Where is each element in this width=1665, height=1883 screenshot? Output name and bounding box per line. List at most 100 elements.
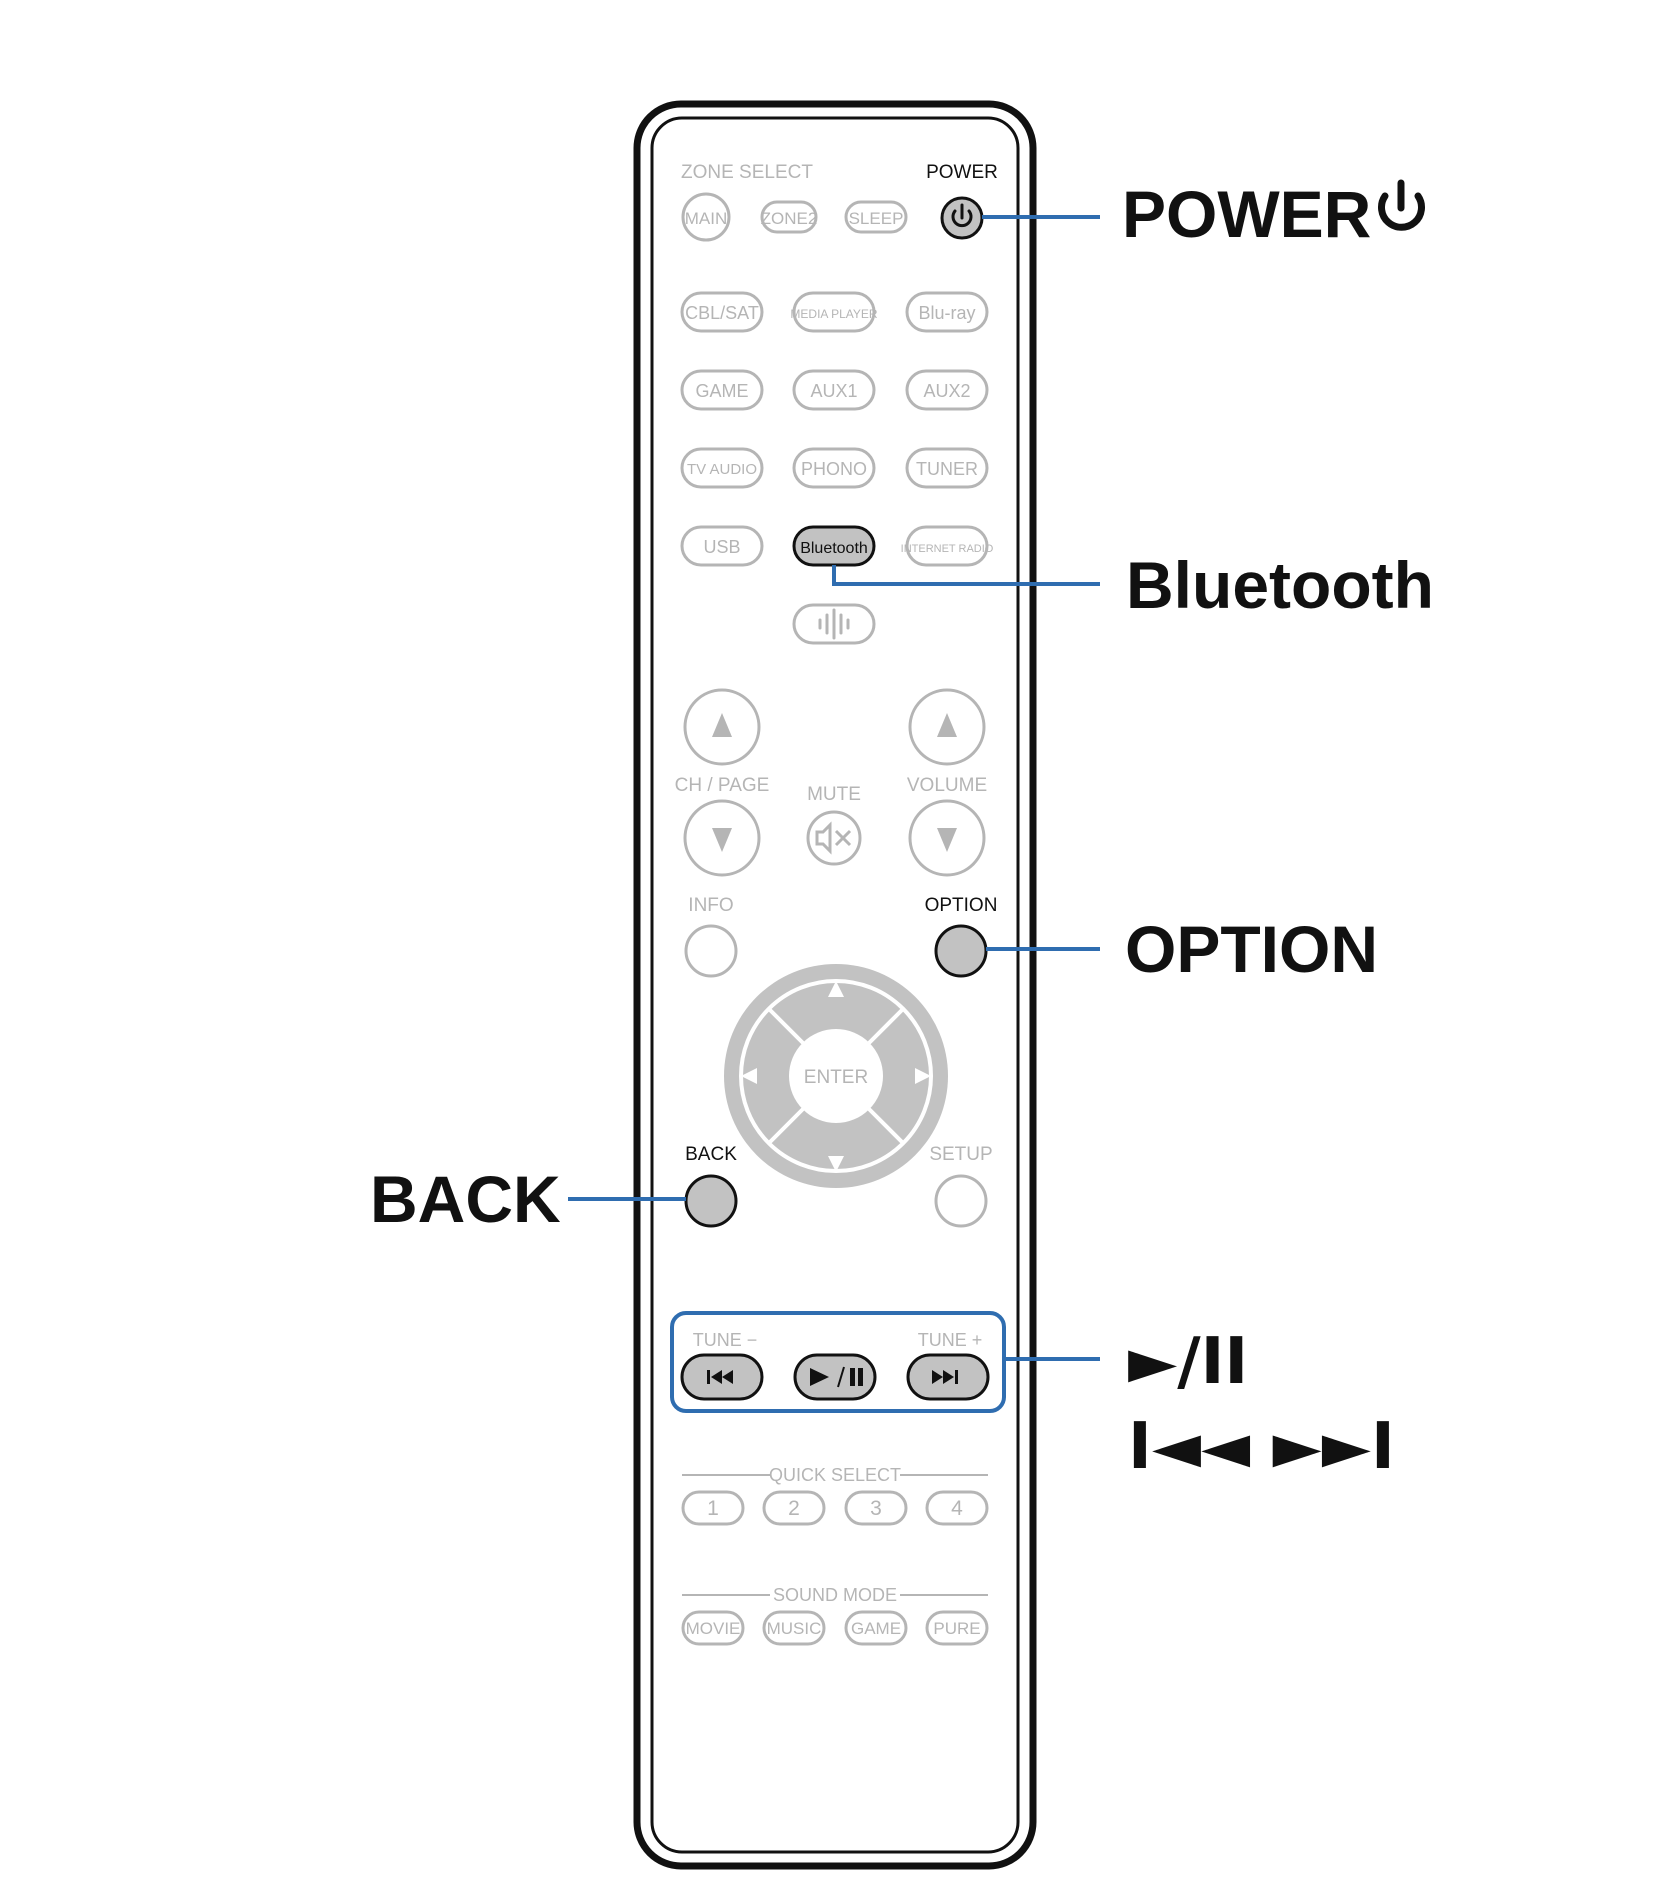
quick-select-3-button[interactable]: 3: [844, 1490, 908, 1526]
setup-label: SETUP: [929, 1144, 992, 1165]
enter-label: ENTER: [804, 1067, 868, 1088]
mute-button[interactable]: [806, 810, 862, 866]
volume-down-button[interactable]: [908, 799, 986, 877]
up-arrow-icon: [937, 713, 957, 737]
mute-label: MUTE: [807, 784, 861, 805]
option-button[interactable]: [934, 924, 988, 978]
cursor-down-button[interactable]: [828, 1156, 844, 1172]
play-pause-icon: [810, 1366, 863, 1388]
previous-button[interactable]: [680, 1353, 764, 1401]
mute-icon: [815, 821, 852, 855]
tuner-label: TUNER: [916, 459, 978, 479]
movie-label: MOVIE: [686, 1619, 741, 1638]
skip-callout: I◄◄ ►►I: [1128, 1410, 1395, 1484]
cursor-right-button[interactable]: [915, 1068, 931, 1084]
music-button[interactable]: MUSIC: [762, 1610, 826, 1646]
quick-select-4-label: 4: [951, 1497, 963, 1520]
internet-radio-button[interactable]: INTERNET RADIO: [901, 525, 994, 567]
heos-button[interactable]: [792, 603, 876, 645]
power-label: POWER: [926, 162, 998, 183]
media-player-label: MEDIA PLAYER: [790, 307, 877, 321]
quick-select-1-button[interactable]: 1: [681, 1490, 745, 1526]
quick-select-label: QUICK SELECT: [769, 1465, 901, 1485]
play-pause-button[interactable]: [793, 1353, 877, 1401]
game-mode-button[interactable]: GAME: [844, 1610, 908, 1646]
pure-button[interactable]: PURE: [925, 1610, 989, 1646]
game-source-button[interactable]: GAME: [680, 369, 764, 411]
skip-forward-icon: [932, 1370, 958, 1384]
power-icon: [951, 203, 973, 228]
sleep-button-label: SLEEP: [849, 209, 904, 228]
info-label: INFO: [688, 895, 733, 916]
volume-label: VOLUME: [907, 775, 987, 796]
transport-group-highlight: [670, 1311, 1006, 1413]
usb-label: USB: [703, 537, 740, 557]
blu-ray-button[interactable]: Blu-ray: [905, 291, 989, 333]
phono-button[interactable]: PHONO: [792, 447, 876, 489]
tv-audio-button[interactable]: TV AUDIO: [680, 447, 764, 489]
ch-page-label: CH / PAGE: [675, 775, 770, 796]
main-button-label: MAIN: [685, 209, 728, 228]
heos-icon: [818, 608, 850, 640]
quick-select-4-button[interactable]: 4: [925, 1490, 989, 1526]
aux2-button[interactable]: AUX2: [905, 369, 989, 411]
aux2-label: AUX2: [923, 381, 970, 401]
zone2-button-label: ZONE2: [761, 209, 818, 228]
zone2-button[interactable]: ZONE2: [760, 200, 818, 234]
info-button[interactable]: [684, 924, 738, 978]
sound-mode-label: SOUND MODE: [773, 1585, 897, 1605]
quick-select-2-label: 2: [788, 1497, 800, 1520]
play-pause-callout: ►/II: [1128, 1325, 1249, 1399]
ch-page-down-button[interactable]: [683, 799, 761, 877]
volume-up-button[interactable]: [908, 688, 986, 766]
cursor-left-button[interactable]: [741, 1068, 757, 1084]
enter-button[interactable]: [789, 1029, 883, 1123]
skip-back-icon: [707, 1370, 733, 1384]
bluetooth-button-label: Bluetooth: [800, 540, 868, 557]
aux1-button[interactable]: AUX1: [792, 369, 876, 411]
down-arrow-icon: [712, 828, 732, 852]
quick-select-2-button[interactable]: 2: [762, 1490, 826, 1526]
setup-button[interactable]: [934, 1174, 988, 1228]
pure-label: PURE: [933, 1619, 980, 1638]
back-callout: BACK: [370, 1162, 561, 1236]
back-label: BACK: [685, 1144, 737, 1165]
internet-radio-label: INTERNET RADIO: [901, 543, 994, 555]
quick-select-3-label: 3: [870, 1497, 882, 1520]
music-label: MUSIC: [767, 1619, 822, 1638]
back-button[interactable]: [684, 1174, 738, 1228]
ch-page-up-button[interactable]: [683, 688, 761, 766]
option-label: OPTION: [925, 895, 998, 916]
aux1-label: AUX1: [810, 381, 857, 401]
main-button[interactable]: MAIN: [681, 192, 731, 242]
quick-select-1-label: 1: [707, 1497, 719, 1520]
phono-label: PHONO: [801, 459, 867, 479]
cursor-pad: ENTER: [724, 964, 948, 1188]
power-icon: [1378, 179, 1425, 231]
zone-select-label: ZONE SELECT: [681, 162, 813, 183]
tuner-button[interactable]: TUNER: [905, 447, 989, 489]
cursor-pad-dividers: [767, 1007, 905, 1145]
cbl-sat-button[interactable]: CBL/SAT: [680, 291, 764, 333]
media-player-button[interactable]: MEDIA PLAYER: [790, 291, 878, 333]
bluetooth-callout: Bluetooth: [1126, 548, 1434, 622]
next-button[interactable]: [906, 1353, 990, 1401]
game-mode-label: GAME: [851, 1619, 901, 1638]
game-source-label: GAME: [695, 381, 748, 401]
usb-button[interactable]: USB: [680, 525, 764, 567]
option-callout: OPTION: [1125, 912, 1379, 986]
tune-plus-label: TUNE +: [918, 1330, 983, 1350]
tune-minus-label: TUNE −: [693, 1330, 758, 1350]
cursor-up-button[interactable]: [828, 981, 844, 997]
movie-button[interactable]: MOVIE: [681, 1610, 745, 1646]
tv-audio-label: TV AUDIO: [687, 461, 757, 478]
up-arrow-icon: [712, 713, 732, 737]
down-arrow-icon: [937, 828, 957, 852]
power-button[interactable]: [940, 196, 984, 240]
blu-ray-label: Blu-ray: [918, 303, 975, 323]
bluetooth-button[interactable]: Bluetooth: [792, 525, 876, 567]
power-callout: POWER: [1122, 177, 1372, 251]
sleep-button[interactable]: SLEEP: [844, 200, 908, 234]
